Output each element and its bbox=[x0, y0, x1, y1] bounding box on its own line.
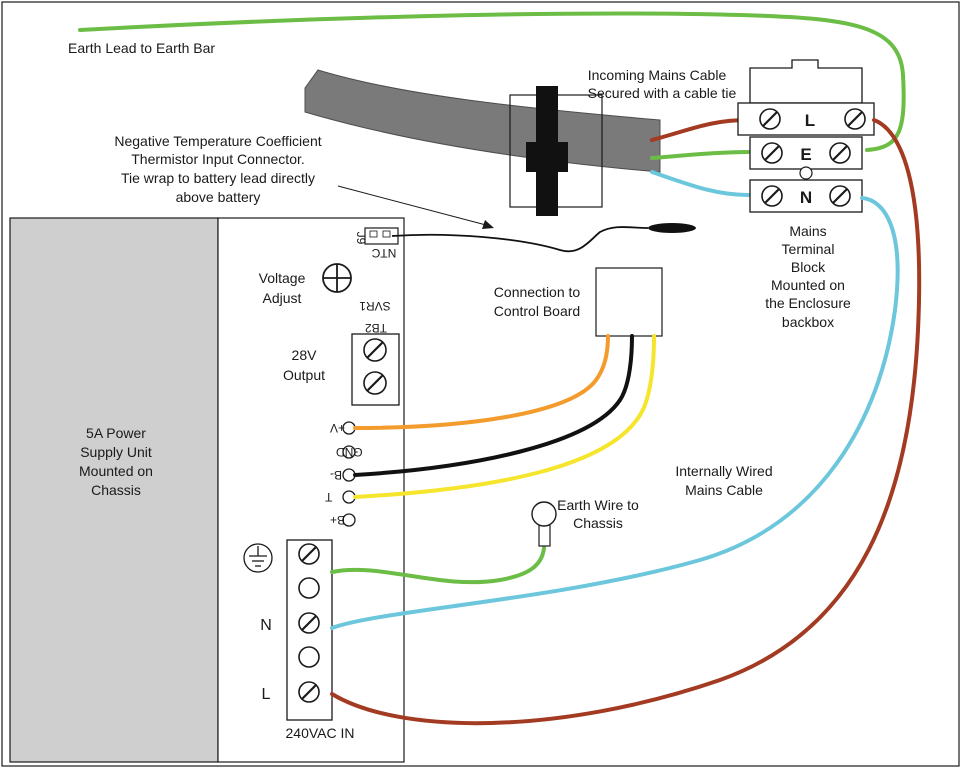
incoming-mains-cable bbox=[304, 69, 661, 173]
tb2-marking: TB2 bbox=[365, 321, 387, 335]
ntc-pin-icon bbox=[382, 230, 391, 238]
incoming-live-core bbox=[650, 118, 750, 142]
j9-marking: J9 bbox=[354, 232, 368, 245]
internal-live-wire bbox=[330, 118, 922, 726]
control-board-connector bbox=[595, 267, 663, 337]
terminal-screw-icon bbox=[298, 612, 320, 634]
chassis-earth-wire bbox=[330, 546, 546, 585]
svg-text:Chassis: Chassis bbox=[91, 482, 141, 498]
terminal-link-ring bbox=[799, 166, 813, 180]
svg-text:Supply Unit: Supply Unit bbox=[80, 444, 152, 460]
yellow-wire bbox=[353, 334, 656, 499]
svg-text:Block: Block bbox=[791, 259, 826, 275]
svg-text:GND: GND bbox=[336, 445, 363, 459]
svg-text:Negative Temperature Coefficie: Negative Temperature Coefficient bbox=[114, 133, 321, 149]
terminal-screw-icon bbox=[363, 371, 387, 395]
psu-chassis bbox=[9, 217, 219, 763]
incoming-cable-label-1: Incoming Mains Cable bbox=[588, 67, 727, 83]
terminal-screw-icon bbox=[761, 142, 783, 164]
output-pin-b-minus: B- bbox=[330, 468, 356, 482]
voltage-adjust-label-1: Voltage bbox=[259, 270, 306, 286]
ac-n-label: N bbox=[260, 617, 272, 634]
thermistor-lead bbox=[391, 226, 649, 253]
output-label-1: 28V bbox=[292, 347, 318, 363]
empty-terminal-icon bbox=[298, 577, 320, 599]
svg-text:B-: B- bbox=[330, 468, 342, 482]
orange-wire bbox=[353, 334, 610, 430]
svg-text:backbox: backbox bbox=[782, 314, 834, 330]
terminal-screw-icon bbox=[829, 185, 851, 207]
svg-text:5A Power: 5A Power bbox=[86, 425, 146, 441]
internal-neutral-wire bbox=[330, 196, 900, 630]
connection-label-1: Connection to bbox=[494, 284, 581, 300]
svr1-marking: SVR1 bbox=[359, 299, 391, 313]
psu-label: 5A Power Supply Unit Mounted on Chassis bbox=[79, 425, 153, 498]
connection-label-2: Control Board bbox=[494, 303, 580, 319]
incoming-earth-core bbox=[650, 150, 750, 160]
terminal-screw-icon bbox=[829, 142, 851, 164]
svg-text:Mounted on: Mounted on bbox=[79, 463, 153, 479]
output-pin-gnd: GND bbox=[336, 445, 363, 459]
terminal-screw-icon bbox=[298, 681, 320, 703]
output-label-2: Output bbox=[283, 367, 325, 383]
earth-lug-ring-icon bbox=[531, 501, 557, 527]
ntc-pointer-arrowhead bbox=[482, 220, 494, 229]
earth-wire-label-1: Earth Wire to bbox=[557, 497, 639, 513]
earth-symbol-icon bbox=[243, 543, 273, 573]
svg-text:Terminal: Terminal bbox=[782, 241, 835, 257]
black-wire bbox=[353, 334, 634, 477]
terminal-screw-icon bbox=[761, 185, 783, 207]
svg-text:Tie wrap to battery lead direc: Tie wrap to battery lead directly bbox=[121, 170, 315, 186]
terminal-screw-icon bbox=[759, 108, 781, 130]
ntc-marking: NTC bbox=[371, 246, 396, 260]
empty-terminal-icon bbox=[298, 646, 320, 668]
incoming-neutral-core bbox=[650, 170, 750, 197]
incoming-cable-label-2: Secured with a cable tie bbox=[588, 85, 737, 101]
terminal-block-label: Mains Terminal Block Mounted on the Encl… bbox=[765, 223, 851, 330]
earth-lead-label: Earth Lead to Earth Bar bbox=[68, 40, 215, 56]
ac-input-label: 240VAC IN bbox=[286, 725, 355, 741]
voltage-adjust-label-2: Adjust bbox=[263, 290, 302, 306]
ntc-annotation: Negative Temperature Coefficient Thermis… bbox=[114, 133, 321, 205]
terminal-screw-icon bbox=[844, 108, 866, 130]
terminal-screw-icon bbox=[363, 338, 387, 362]
svg-text:+V: +V bbox=[330, 421, 345, 435]
earth-wire-label-2: Chassis bbox=[573, 515, 623, 531]
internal-cable-label-2: Mains Cable bbox=[685, 482, 763, 498]
thermistor-probe-icon bbox=[648, 223, 696, 233]
terminal-screw-icon bbox=[298, 543, 320, 565]
ac-l-label: L bbox=[262, 686, 271, 703]
output-pin-plus-v: +V bbox=[330, 421, 356, 435]
svg-text:the Enclosure: the Enclosure bbox=[765, 295, 851, 311]
svg-text:B+: B+ bbox=[330, 513, 345, 527]
svg-text:above battery: above battery bbox=[176, 189, 261, 205]
terminal-block-cover bbox=[749, 59, 863, 104]
ntc-pointer-line bbox=[337, 185, 487, 226]
terminal-l-label: L bbox=[805, 111, 815, 130]
terminal-n-label: N bbox=[800, 188, 812, 207]
earth-lead-wire bbox=[78, 11, 906, 152]
terminal-e-label: E bbox=[800, 145, 811, 164]
internal-cable-label-1: Internally Wired bbox=[675, 463, 772, 479]
svg-text:Mounted on: Mounted on bbox=[771, 277, 845, 293]
svg-text:Mains: Mains bbox=[789, 223, 826, 239]
ntc-pin-icon bbox=[369, 230, 378, 238]
cable-tie-buckle bbox=[526, 142, 568, 172]
svg-text:T: T bbox=[324, 490, 332, 504]
output-pin-b-plus: B+ bbox=[330, 513, 356, 527]
svg-text:Thermistor Input Connector.: Thermistor Input Connector. bbox=[131, 151, 305, 167]
earth-lug-sleeve bbox=[538, 523, 551, 547]
